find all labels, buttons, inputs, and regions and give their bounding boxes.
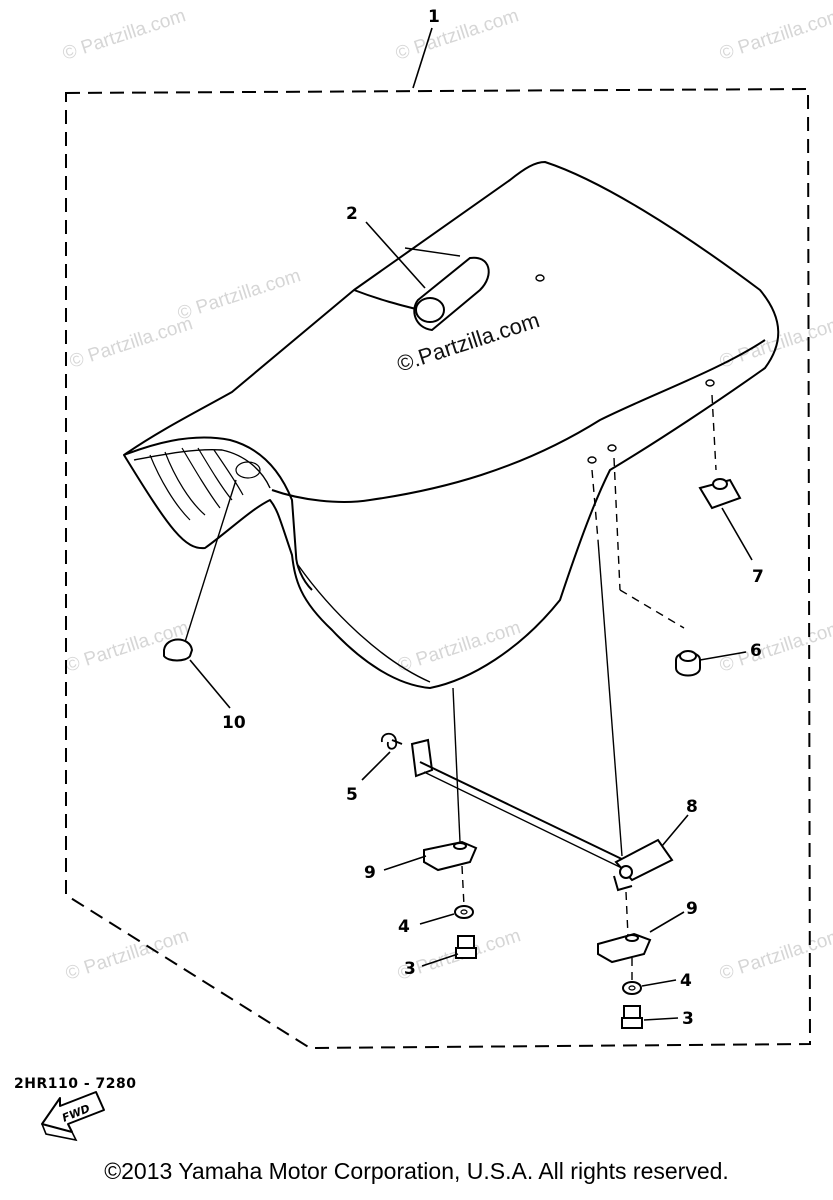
watermark: © Partzilla.com <box>175 265 303 325</box>
leader-line-4 <box>419 913 455 925</box>
fastener-guides <box>461 865 633 984</box>
callout-8: 8 <box>686 797 698 817</box>
part-8-latch <box>613 838 674 892</box>
diagram-code: 2HR110 - 7280 <box>14 1076 137 1092</box>
callout-2: 2 <box>346 204 358 224</box>
leader-line-1 <box>412 27 433 89</box>
part-5-spring <box>381 732 403 750</box>
part-2-handle <box>404 247 490 332</box>
callout-9: 9 <box>364 863 376 883</box>
callout-10: 10 <box>222 713 246 733</box>
mount-line <box>597 539 623 857</box>
leader-line-3 <box>643 1017 679 1021</box>
part-6-damper <box>675 650 701 677</box>
callout-9: 9 <box>686 899 698 919</box>
leader-line-5 <box>361 751 391 781</box>
seat <box>123 161 780 689</box>
part-4-washer-right-hole <box>628 985 636 991</box>
leader-line-4 <box>641 979 677 987</box>
mount-line <box>452 687 461 843</box>
callout-5: 5 <box>346 785 358 805</box>
latch-rod <box>410 738 631 873</box>
watermark: © Partzilla.com <box>67 313 195 373</box>
callout-6: 6 <box>750 641 762 661</box>
part-4-washer-left-hole <box>460 909 468 915</box>
part-7-nut <box>698 478 742 510</box>
leader-line-8 <box>661 814 689 847</box>
fwd-arrow-icon: FWD <box>41 1091 105 1142</box>
mount-hole <box>607 444 617 452</box>
leader-line-7 <box>721 507 753 561</box>
callout-3: 3 <box>682 1009 694 1029</box>
callout-4: 4 <box>398 917 410 937</box>
part-10-damper <box>163 638 194 662</box>
part-4-washer-right <box>622 981 642 995</box>
part-4-washer-left <box>454 905 474 919</box>
watermark: © Partzilla.com <box>717 925 833 985</box>
leader-line-6 <box>699 651 747 661</box>
mount-hole <box>705 379 715 387</box>
part-9-bracket-right <box>597 932 652 964</box>
part-3-bolt-left <box>455 935 477 959</box>
assembly-boundary <box>65 87 812 1050</box>
leader-line-9 <box>383 855 427 871</box>
watermark: © Partzilla.com <box>60 5 188 65</box>
part-9-bracket-left <box>423 840 478 872</box>
mount-hole <box>587 456 597 464</box>
mount-hole <box>535 274 545 282</box>
copyright-notice: ©2013 Yamaha Motor Corporation, U.S.A. A… <box>104 1158 729 1184</box>
watermark: © Partzilla.com <box>395 617 523 677</box>
callout-7: 7 <box>752 567 764 587</box>
leader-line-10 <box>189 659 231 709</box>
watermark: © Partzilla.com <box>63 925 191 985</box>
callout-4: 4 <box>680 971 692 991</box>
callout-3: 3 <box>404 959 416 979</box>
callout-1: 1 <box>428 7 440 27</box>
part-3-bolt-right <box>621 1005 643 1029</box>
assembly-guides <box>591 394 717 629</box>
watermark: © Partzilla.com <box>717 5 833 65</box>
guide-line-10 <box>184 479 237 643</box>
watermark: © Partzilla.com <box>393 5 521 65</box>
leader-line-3 <box>421 953 459 967</box>
leader-line-9 <box>649 911 685 933</box>
leader-line-2 <box>365 221 426 289</box>
watermark: © Partzilla.com <box>717 617 833 677</box>
watermark: © Partzilla.com <box>717 313 833 373</box>
